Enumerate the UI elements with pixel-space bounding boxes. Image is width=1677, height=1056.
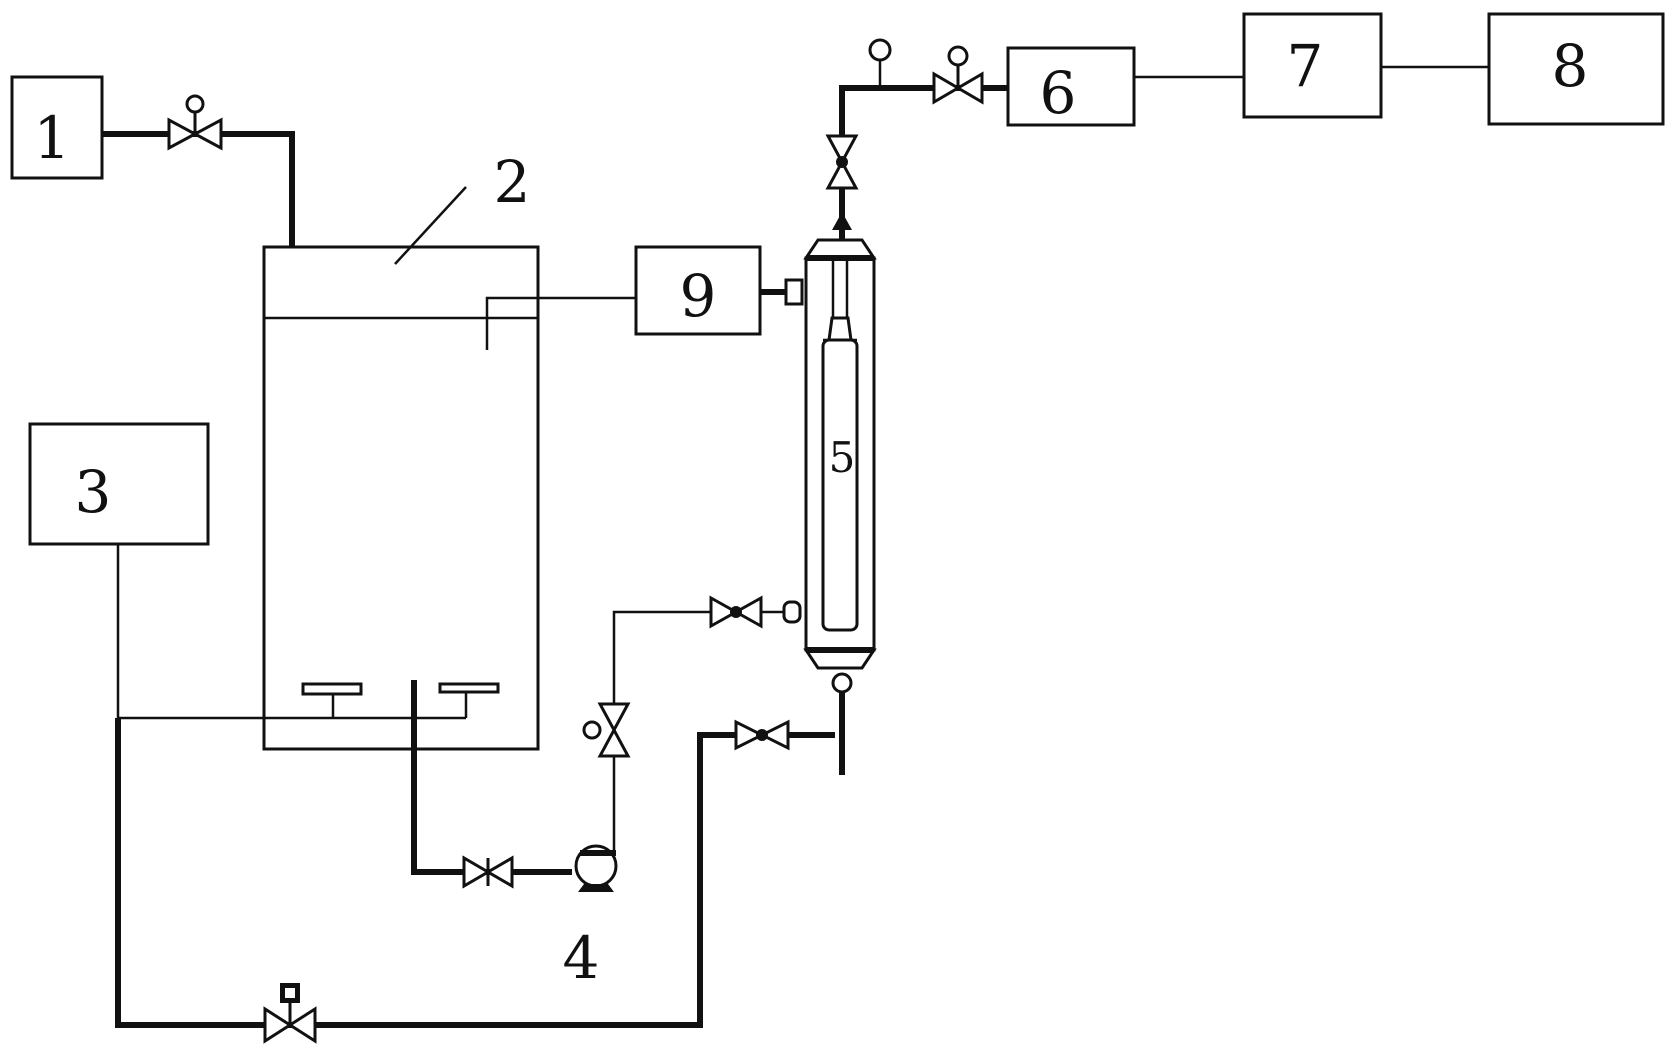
component-9-box: 9 [634,245,762,336]
component-2-label: 2 [494,148,531,216]
sensor-icon [784,278,804,306]
solenoid-valve-icon [263,983,317,1044]
pressure-valve-icon [932,45,984,105]
component-7-label: 7 [1287,32,1324,100]
diffuser-left [301,682,363,696]
gate-valve-icon [462,855,514,889]
component-5-label: 5 [829,433,856,482]
pump-icon [574,844,618,892]
component-3-box: 3 [28,422,210,546]
component-7-box: 7 [1242,12,1383,119]
gate-valve-icon [825,134,859,190]
component-2-leader [394,186,467,265]
line-tank-to-pump [411,680,572,875]
pressure-valve-icon [167,94,223,151]
component-6-box: 6 [1006,46,1136,127]
component-6-label: 6 [1040,59,1077,127]
component-1-label: 1 [34,104,71,172]
component-4-label: 4 [563,924,600,992]
component-8-box: 8 [1487,12,1665,126]
component-3-label: 3 [75,458,112,526]
component-9-label: 9 [680,262,717,330]
line-tank-to-9 [485,296,636,350]
column-side-port [782,600,802,624]
line-column-to-6 [839,85,1008,240]
pressure-gauge-icon [868,38,892,88]
diffuser-right [438,682,500,694]
tank-2: 2 [262,148,540,751]
gate-valve-icon [709,595,763,629]
gate-valve-icon [734,719,790,751]
component-8-label: 8 [1552,32,1589,100]
component-1-box: 1 [10,75,104,180]
column-top-fitting [832,212,852,230]
column-5: 5 [803,238,877,775]
pressure-valve-icon [582,702,631,758]
